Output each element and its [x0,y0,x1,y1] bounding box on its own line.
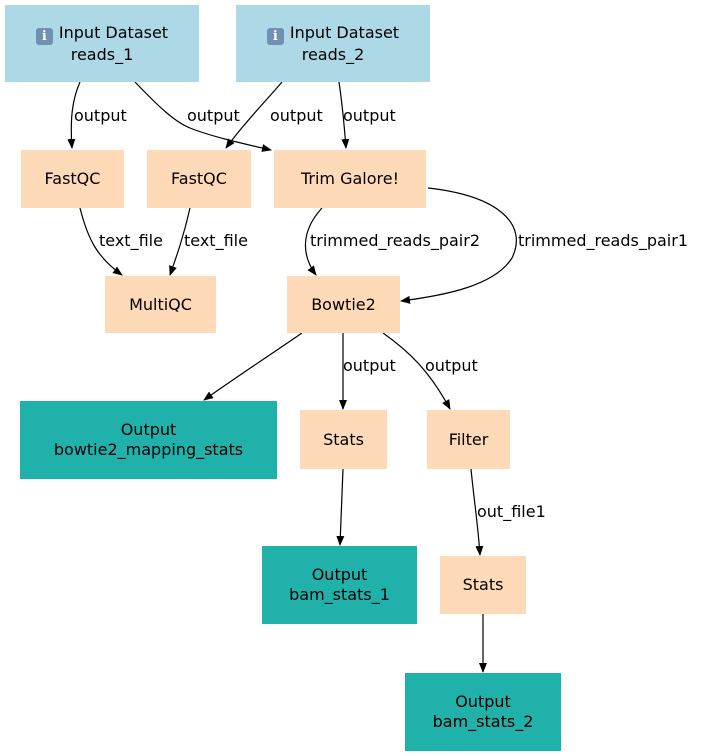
edge-label-text-file: text_file [99,231,163,250]
node-name: bowtie2_mapping_stats [53,440,244,459]
node-title: Input Dataset [289,22,400,42]
edge-input2-fastqc2 [225,81,283,149]
edge-filter-stats2 [470,468,484,556]
node-label: Filter [448,429,489,449]
edge-label-output: output [343,106,396,125]
node-fastqc-2[interactable]: FastQC [147,150,251,208]
node-label: Stats [323,429,364,449]
node-title: Output [311,565,368,584]
node-label: Bowtie2 [311,294,376,314]
node-filter[interactable]: Filter [427,410,510,469]
edge-trim-bowtie2-pair1 [400,187,517,304]
node-output-bam-stats-2[interactable]: Output bam_stats_2 [405,673,561,751]
node-title: Output [120,420,177,439]
node-input-dataset-reads-2[interactable]: i Input Dataset reads_2 [236,5,430,82]
edge-trim-bowtie2-pair2 [304,207,323,276]
node-name: reads_1 [70,44,134,64]
edge-stats1-output-bam1 [336,468,345,546]
edge-input1-fastqc1 [67,81,81,149]
node-stats-2[interactable]: Stats [440,556,526,614]
node-label: FastQC [44,169,101,188]
edge-label-output: output [74,106,127,125]
edge-label-output: output [425,356,478,375]
edge-bowtie2-filter [382,332,451,410]
node-title: Output [455,692,511,711]
edge-input1-trim [134,81,272,152]
node-output-bowtie2-mapping-stats[interactable]: Output bowtie2_mapping_stats [20,401,277,479]
node-label: FastQC [171,169,227,188]
info-icon: i [266,27,284,45]
edge-label-out-file1: out_file1 [477,502,546,521]
edge-bowtie2-output-mapping [203,332,303,401]
node-stats-1[interactable]: Stats [300,410,387,469]
node-name: bam_stats_1 [289,585,390,604]
node-bowtie2[interactable]: Bowtie2 [287,276,400,333]
node-label: Stats [462,575,504,594]
edge-input2-trim [338,81,350,149]
node-fastqc-1[interactable]: FastQC [21,150,124,208]
node-trim-galore[interactable]: Trim Galore! [274,150,426,208]
node-label: MultiQC [129,294,192,314]
node-name: reads_2 [301,44,365,64]
edge-label-output: output [270,106,323,125]
node-output-bam-stats-1[interactable]: Output bam_stats_1 [262,546,417,624]
edge-label-trimmed-reads-pair2: trimmed_reads_pair2 [310,231,480,250]
edge-label-output: output [343,356,396,375]
node-name: bam_stats_2 [432,712,534,731]
info-icon: i [35,27,53,45]
edge-label-trimmed-reads-pair1: trimmed_reads_pair1 [518,231,688,250]
edge-fastqc1-multiqc [79,207,123,276]
node-input-dataset-reads-1[interactable]: i Input Dataset reads_1 [5,5,199,82]
edge-fastqc2-multiqc [169,207,191,276]
node-multiqc[interactable]: MultiQC [105,276,216,333]
edge-label-text-file: text_file [184,231,248,250]
node-title: Input Dataset [58,22,169,42]
edge-label-output: output [187,106,240,125]
node-label: Trim Galore! [300,169,400,188]
